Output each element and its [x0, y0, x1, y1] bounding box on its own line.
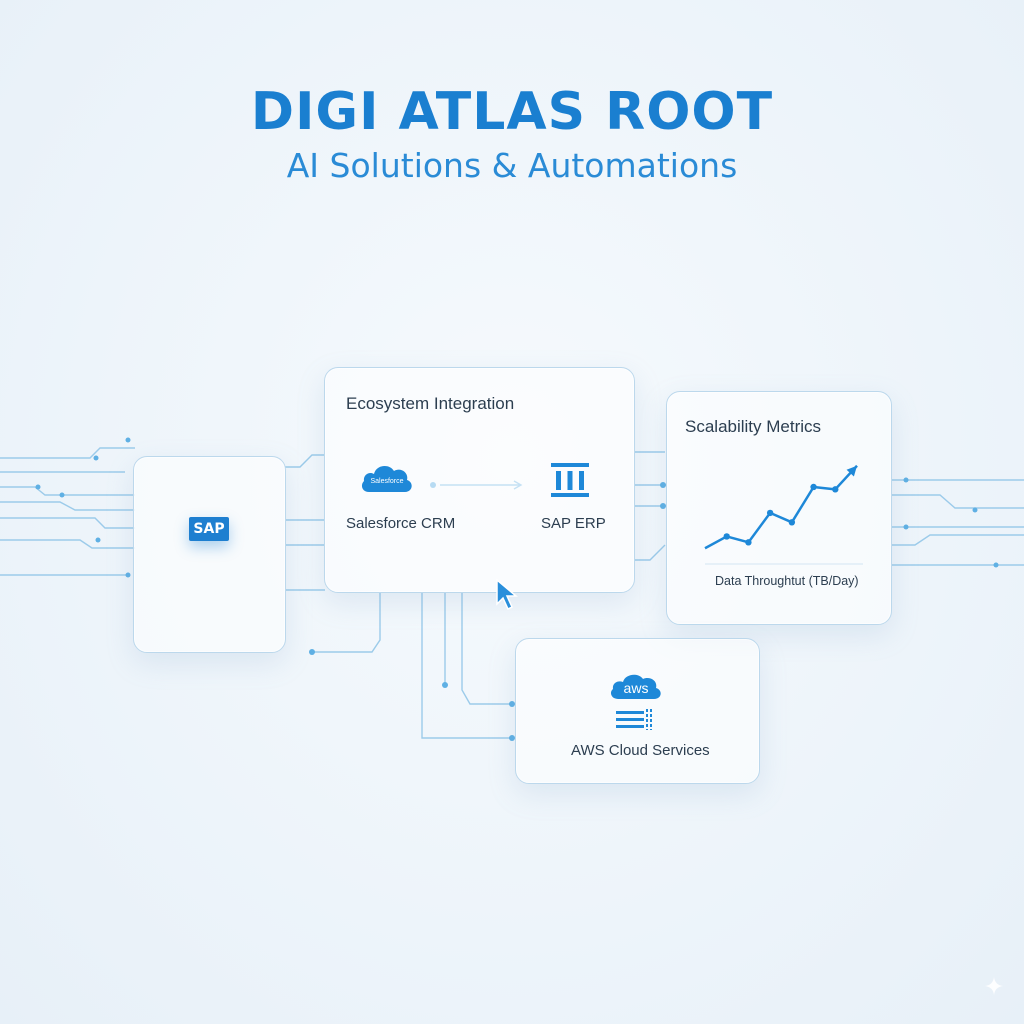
- page-title: DIGI ATLAS ROOT: [250, 82, 774, 142]
- page-subtitle: AI Solutions & Automations: [286, 146, 738, 185]
- data-point: [745, 539, 752, 546]
- salesforce-cloud-icon: Salesforce: [359, 456, 415, 496]
- sap-erp-building-icon: [550, 462, 590, 498]
- ecosystem-title: Ecosystem Integration: [346, 394, 515, 413]
- salesforce-crm-label: Salesforce CRM: [346, 515, 456, 532]
- metrics-title: Scalability Metrics: [685, 417, 822, 436]
- scalability-metrics-card[interactable]: Scalability Metrics Data Throughtut (TB/…: [666, 391, 892, 625]
- data-point: [766, 509, 774, 517]
- throughput-line-chart: [704, 464, 863, 565]
- sparkle-icon: [984, 976, 1004, 996]
- ecosystem-integration-card[interactable]: Ecosystem Integration Salesforce Salesfo…: [324, 367, 635, 593]
- aws-cloud-services-card[interactable]: aws AWS Cloud Services: [515, 638, 760, 784]
- server-stack-icon: [616, 709, 656, 731]
- sap-erp-label: SAP ERP: [541, 515, 606, 532]
- aws-label: AWS Cloud Services: [571, 742, 710, 759]
- data-point: [832, 486, 839, 493]
- chart-caption: Data Throughtut (TB/Day): [715, 574, 859, 588]
- trend-arrow-head: [846, 465, 857, 477]
- aws-cloud-icon: aws: [608, 671, 664, 711]
- mouse-cursor-icon: [495, 578, 521, 612]
- throughput-series-line: [704, 464, 858, 550]
- sap-card[interactable]: SAP: [133, 456, 286, 653]
- sap-logo: SAP: [189, 517, 229, 541]
- data-point: [788, 519, 796, 526]
- data-point: [723, 533, 730, 540]
- data-point: [810, 483, 817, 491]
